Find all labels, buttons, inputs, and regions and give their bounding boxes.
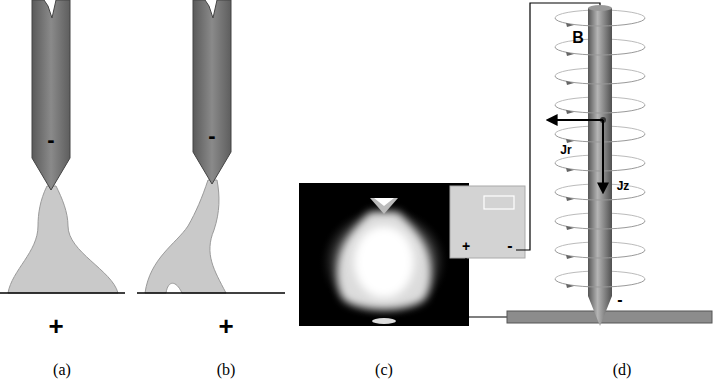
field-arrow bbox=[566, 168, 574, 172]
current-label: Jz bbox=[617, 180, 630, 192]
arc-a bbox=[0, 0, 125, 293]
field-arrow bbox=[566, 226, 574, 230]
polarity-sign: + bbox=[218, 313, 233, 339]
panel-caption: (b) bbox=[217, 362, 236, 378]
field-arrow bbox=[566, 23, 574, 27]
field-label: B bbox=[572, 30, 584, 46]
field-ring bbox=[555, 134, 645, 142]
field-arrow bbox=[566, 52, 574, 56]
current-label: Jr bbox=[560, 144, 571, 156]
field-arrow bbox=[566, 81, 574, 85]
arc-b bbox=[137, 0, 285, 293]
field-ring bbox=[555, 250, 645, 258]
field-ring bbox=[555, 192, 645, 200]
field-arrow bbox=[566, 139, 574, 143]
field-arrow bbox=[566, 197, 574, 201]
panel-caption: (d) bbox=[613, 362, 632, 378]
field-arrow bbox=[566, 284, 574, 288]
arc-photo bbox=[299, 183, 469, 326]
field-ring bbox=[555, 279, 645, 287]
setup-d bbox=[450, 3, 712, 326]
polarity-sign: + bbox=[462, 239, 470, 253]
field-ring bbox=[555, 163, 645, 171]
field-arrow bbox=[566, 255, 574, 259]
field-ring bbox=[555, 76, 645, 84]
field-ring bbox=[555, 105, 645, 113]
field-arrow bbox=[566, 110, 574, 114]
polarity-sign: + bbox=[48, 313, 63, 339]
panel-caption: (c) bbox=[375, 362, 393, 378]
panel-caption: (a) bbox=[53, 362, 71, 378]
field-ring bbox=[555, 47, 645, 55]
field-ring bbox=[555, 221, 645, 229]
polarity-sign: - bbox=[208, 125, 215, 147]
field-ring bbox=[555, 18, 645, 26]
polarity-sign: - bbox=[507, 238, 512, 254]
polarity-sign: - bbox=[617, 292, 622, 308]
polarity-sign: - bbox=[47, 129, 54, 151]
